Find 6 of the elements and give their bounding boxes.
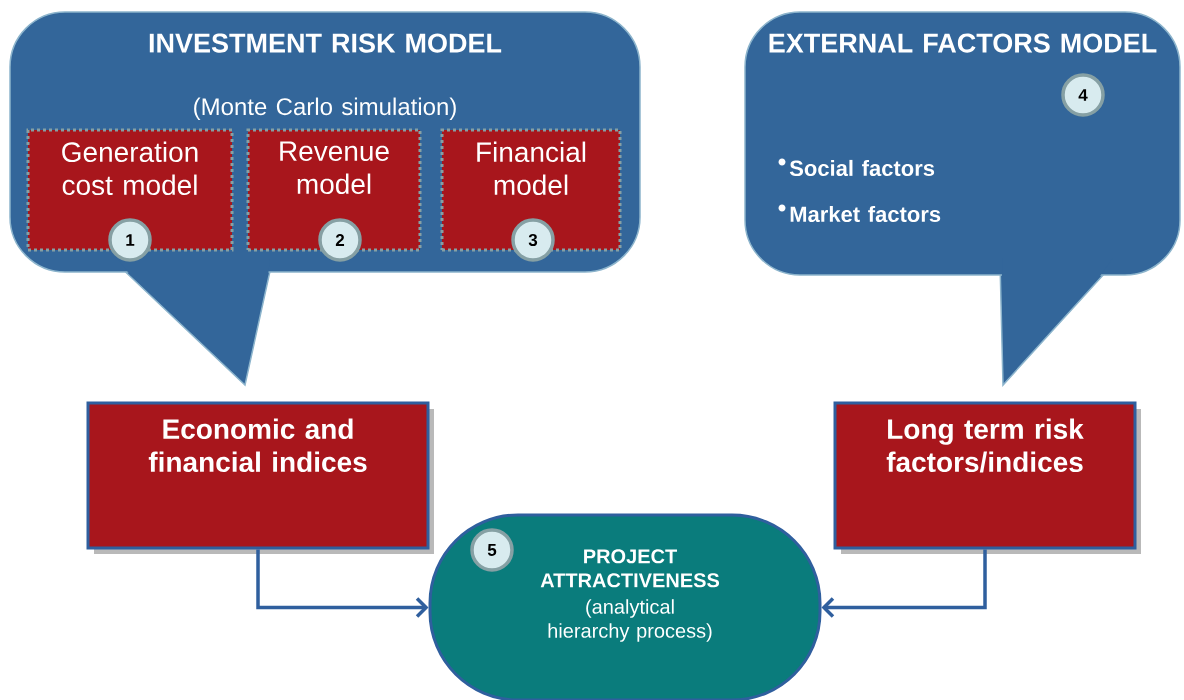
arrow [256,549,429,618]
bullet-item: Social factors [778,158,935,177]
bullet-item: Market factors [778,204,941,223]
index-box: Economic and financial indices [86,401,434,554]
arrow [821,549,987,618]
index-box: Long term risk factors/indices [833,401,1141,554]
